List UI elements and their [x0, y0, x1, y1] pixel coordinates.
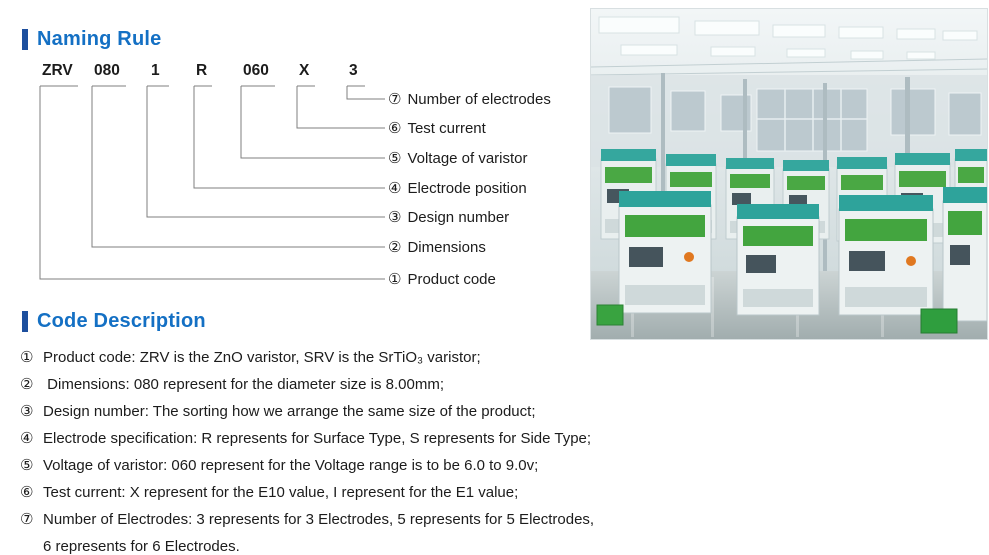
- code-description-item: ① Product code: ZRV is the ZnO varistor,…: [20, 344, 680, 371]
- item-number: ①: [20, 349, 34, 366]
- code-description-item: ⑥ Test current: X represent for the E10 …: [20, 479, 680, 506]
- code-segment-design: 1: [151, 62, 160, 79]
- section-title: Code Description: [37, 310, 206, 332]
- code-segment-product: ZRV: [42, 62, 73, 79]
- code-description-heading: Code Description: [22, 310, 206, 333]
- item-number: ④: [20, 430, 34, 447]
- code-segment-current: X: [299, 62, 310, 79]
- connector-lines: [39, 85, 385, 280]
- item-number: ②: [20, 376, 34, 393]
- item-text: Product code: ZRV is the ZnO varistor, S…: [43, 349, 481, 366]
- diagram-label-electrode-position: ④ Electrode position: [388, 179, 527, 198]
- section-title: Naming Rule: [37, 28, 162, 50]
- diagram-label-product-code: ① Product code: [388, 270, 496, 289]
- diagram-label-dimensions: ② Dimensions: [388, 238, 486, 257]
- heading-accent-bar: [22, 29, 28, 50]
- naming-rule-diagram: ZRV 080 1 R 060 X 3 ⑦ Number of electrod…: [30, 56, 595, 304]
- item-text: Number of Electrodes: 3 represents for 3…: [43, 511, 595, 528]
- factory-photo: [590, 8, 988, 340]
- code-segment-electrodes: 3: [349, 62, 358, 79]
- diagram-label-design-number: ③ Design number: [388, 208, 510, 227]
- naming-rule-heading: Naming Rule: [22, 28, 161, 51]
- heading-accent-bar: [22, 311, 28, 332]
- code-description-item: ② Dimensions: 080 represent for the diam…: [20, 371, 680, 398]
- item-number: ⑦: [20, 511, 34, 528]
- code-segment-voltage: 060: [243, 62, 269, 79]
- code-description-continuation: 6 represents for 6 Electrodes.: [43, 538, 240, 555]
- code-segment-dimensions: 080: [94, 62, 120, 79]
- code-description-item: ⑦ Number of Electrodes: 3 represents for…: [20, 506, 680, 533]
- factory-photo-illustration: [591, 9, 987, 339]
- item-text: Voltage of varistor: 060 represent for t…: [43, 457, 539, 474]
- item-text: Design number: The sorting how we arrang…: [43, 403, 536, 420]
- item-text: Electrode specification: R represents fo…: [43, 430, 592, 447]
- diagram-label-electrodes: ⑦ Number of electrodes: [388, 90, 551, 109]
- code-description-item: ④ Electrode specification: R represents …: [20, 425, 680, 452]
- code-description-item: ⑤ Voltage of varistor: 060 represent for…: [20, 452, 680, 479]
- code-segment-electrode: R: [196, 62, 208, 79]
- item-text: Test current: X represent for the E10 va…: [43, 484, 519, 501]
- diagram-label-test-current: ⑥ Test current: [388, 119, 486, 138]
- item-number: ③: [20, 403, 34, 420]
- item-number: ⑤: [20, 457, 34, 474]
- item-number: ⑥: [20, 484, 34, 501]
- code-description-list: ① Product code: ZRV is the ZnO varistor,…: [20, 344, 680, 555]
- item-text: Dimensions: 080 represent for the diamet…: [43, 376, 445, 393]
- code-description-item: ③ Design number: The sorting how we arra…: [20, 398, 680, 425]
- diagram-label-voltage: ⑤ Voltage of varistor: [388, 149, 528, 168]
